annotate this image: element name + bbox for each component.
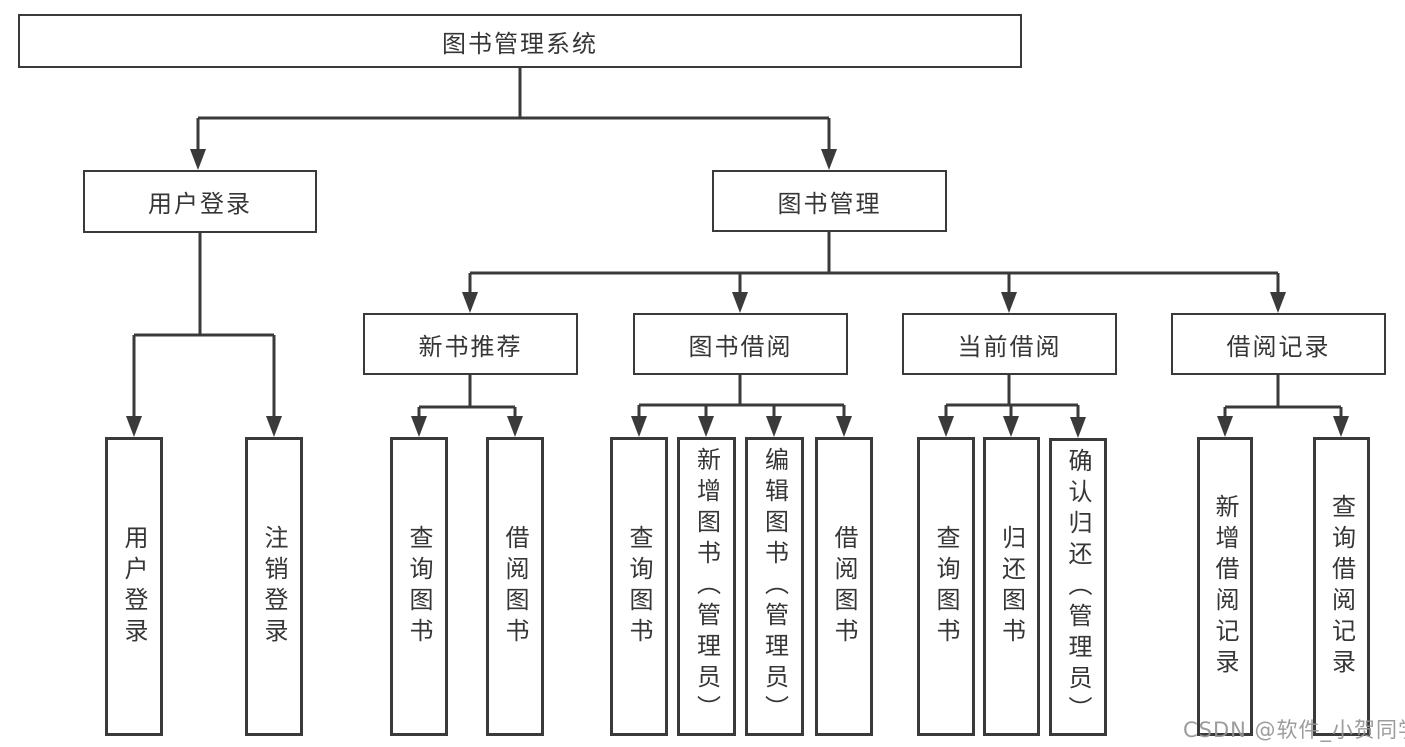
root-branch (190, 68, 837, 170)
leaf-bb-edit-book-admin-label: 编辑图书（管理员） (760, 447, 789, 726)
arrowhead-icon (631, 416, 647, 437)
arrowhead-icon (266, 416, 282, 437)
current-borrow-branch (938, 375, 1086, 438)
arrowhead-icon (190, 149, 206, 170)
leaf-bb-borrow-book-label: 借阅图书 (830, 524, 858, 649)
new-book-rec-branch (411, 375, 523, 437)
arrowhead-icon (1270, 292, 1286, 313)
node-user-login-label: 用户登录 (148, 190, 252, 218)
leaf-user-login-label: 用户登录 (120, 524, 148, 649)
node-root-label: 图书管理系统 (442, 29, 598, 58)
node-current-borrow-label: 当前借阅 (957, 332, 1062, 361)
leaf-cb-query-book: 查询图书 (917, 437, 975, 736)
leaf-rec-query-book: 查询图书 (390, 437, 448, 736)
leaf-br-add-record: 新增借阅记录 (1197, 437, 1253, 736)
leaf-cb-return-book: 归还图书 (983, 437, 1040, 736)
arrowhead-icon (1333, 416, 1349, 437)
leaf-cb-query-book-label: 查询图书 (932, 524, 960, 649)
leaf-bb-edit-book-admin: 编辑图书（管理员） (745, 437, 804, 736)
leaf-br-query-record-label: 查询借阅记录 (1327, 493, 1356, 680)
user-login-branch (126, 233, 282, 437)
node-book-management: 图书管理 (712, 170, 947, 232)
node-user-login: 用户登录 (83, 170, 317, 233)
node-root: 图书管理系统 (18, 14, 1022, 68)
arrowhead-icon (766, 416, 782, 437)
node-new-book-recommend: 新书推荐 (363, 313, 578, 375)
leaf-logout-label: 注销登录 (260, 524, 288, 649)
arrowhead-icon (507, 416, 523, 437)
leaf-cb-return-book-label: 归还图书 (997, 524, 1026, 649)
arrowhead-icon (1003, 416, 1019, 437)
leaf-bb-query-book: 查询图书 (610, 437, 668, 736)
arrowhead-icon (821, 149, 837, 170)
node-new-book-recommend-label: 新书推荐 (418, 332, 523, 361)
node-book-borrow: 图书借阅 (633, 313, 848, 375)
leaf-cb-confirm-return-admin-label: 确认归还（管理员） (1064, 447, 1092, 727)
leaf-bb-add-book-admin-label: 新增图书（管理员） (692, 447, 721, 726)
leaf-rec-borrow-book-label: 借阅图书 (501, 524, 529, 649)
leaf-cb-confirm-return-admin: 确认归还（管理员） (1049, 438, 1107, 736)
arrowhead-icon (698, 416, 714, 437)
node-borrow-records: 借阅记录 (1171, 313, 1386, 375)
leaf-logout: 注销登录 (245, 437, 303, 736)
node-book-borrow-label: 图书借阅 (688, 332, 793, 361)
node-borrow-records-label: 借阅记录 (1226, 332, 1331, 361)
book-mgmt-branch (462, 232, 1286, 313)
arrowhead-icon (1070, 417, 1086, 438)
node-book-management-label: 图书管理 (777, 189, 882, 218)
arrowhead-icon (836, 416, 852, 437)
arrowhead-icon (1001, 292, 1017, 313)
arrowhead-icon (1217, 416, 1233, 437)
leaf-br-add-record-label: 新增借阅记录 (1211, 493, 1239, 680)
book-borrow-branch (631, 375, 852, 437)
leaf-user-login: 用户登录 (105, 437, 163, 736)
arrowhead-icon (462, 292, 478, 313)
borrow-records-branch (1217, 375, 1349, 437)
leaf-rec-query-book-label: 查询图书 (405, 524, 433, 649)
leaf-br-query-record: 查询借阅记录 (1313, 437, 1370, 736)
leaf-bb-add-book-admin: 新增图书（管理员） (677, 437, 736, 736)
arrowhead-icon (126, 416, 142, 437)
watermark: CSDN @软件_小贺同学 (1183, 718, 1405, 742)
arrowhead-icon (411, 416, 427, 437)
node-current-borrow: 当前借阅 (902, 313, 1117, 375)
arrowhead-icon (732, 292, 748, 313)
leaf-bb-borrow-book: 借阅图书 (815, 437, 873, 736)
leaf-bb-query-book-label: 查询图书 (625, 524, 653, 649)
leaf-rec-borrow-book: 借阅图书 (486, 437, 544, 736)
arrowhead-icon (938, 416, 954, 437)
